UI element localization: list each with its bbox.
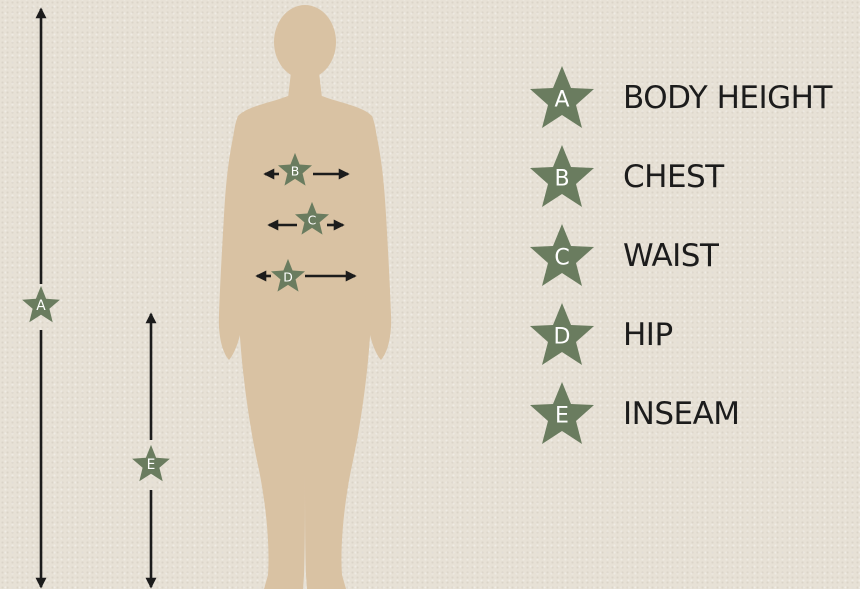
legend: A BODY HEIGHT B CHEST C WAIST D HIP E IN… [528, 66, 860, 461]
star-letter: A [36, 298, 46, 314]
star-icon: D [528, 303, 596, 371]
star-letter: C [308, 213, 317, 228]
star-icon: B [528, 145, 596, 213]
head [274, 5, 336, 79]
legend-star-letter: E [555, 404, 569, 429]
body-silhouette-icon [219, 5, 391, 589]
legend-star-letter: D [554, 325, 571, 350]
star-marker-e: E [132, 445, 170, 481]
legend-star-letter: A [554, 88, 569, 113]
legend-item-chest: B CHEST [528, 145, 860, 224]
right-leg [305, 300, 372, 589]
star-letter: B [291, 164, 300, 179]
star-letter: D [283, 270, 293, 285]
legend-item-waist: C WAIST [528, 224, 860, 303]
left-leg [238, 300, 305, 589]
legend-star-letter: B [554, 167, 569, 192]
legend-label-inseam: INSEAM [623, 396, 740, 432]
neck [288, 72, 322, 98]
legend-label-hip: HIP [623, 317, 673, 353]
star-icon: C [528, 224, 596, 292]
legend-item-hip: D HIP [528, 303, 860, 382]
legend-label-waist: WAIST [623, 238, 718, 274]
star-icon: A [528, 66, 596, 134]
legend-label-chest: CHEST [623, 159, 724, 195]
legend-item-inseam: E INSEAM [528, 382, 860, 461]
star-letter: E [147, 457, 156, 473]
star-icon: E [528, 382, 596, 450]
legend-item-body-height: A BODY HEIGHT [528, 66, 860, 145]
legend-star-letter: C [554, 246, 569, 271]
star-marker-a: A [22, 286, 60, 322]
legend-label-body-height: BODY HEIGHT [623, 80, 832, 116]
